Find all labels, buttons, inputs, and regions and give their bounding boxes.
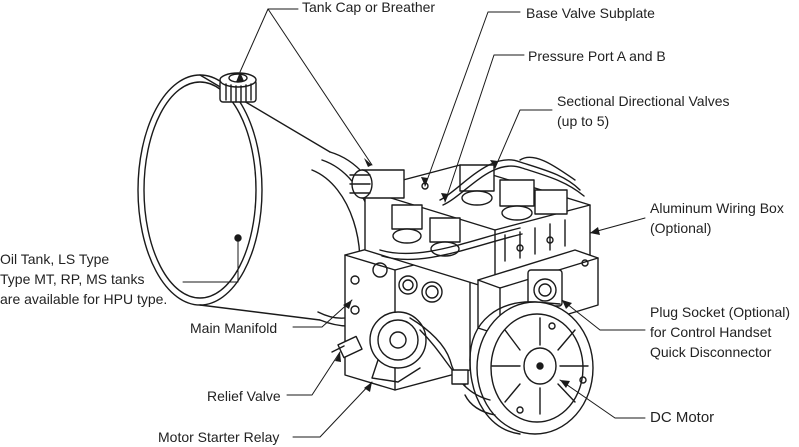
leader-lines xyxy=(182,8,646,438)
label-oil-tank-line3: are available for HPU type. xyxy=(0,291,168,307)
leader-relief-valve xyxy=(286,351,341,396)
motor-starter-relay xyxy=(369,311,496,416)
arrowheads xyxy=(236,72,600,392)
leader-base-valve xyxy=(424,11,521,187)
directional-valves xyxy=(379,156,585,262)
leader-pressure-port xyxy=(444,54,525,203)
leader-tank-cap-2 xyxy=(267,8,373,166)
label-oil-tank-line2: Type MT, RP, MS tanks xyxy=(0,271,145,287)
label-dc-motor: DC Motor xyxy=(650,409,715,426)
label-wiring-box-line2: (Optional) xyxy=(650,220,712,236)
leader-motor-starter-relay xyxy=(292,381,373,438)
label-wiring-box: Aluminum Wiring Box (Optional) xyxy=(650,198,784,238)
relief-valve xyxy=(331,335,363,359)
label-base-valve-subplate: Base Valve Subplate xyxy=(526,5,655,21)
label-main-manifold: Main Manifold xyxy=(190,320,278,336)
label-sectional-valves-line2: (up to 5) xyxy=(557,113,610,129)
dc-motor xyxy=(469,301,594,435)
label-sectional-valves: Sectional Directional Valves (up to 5) xyxy=(557,91,730,131)
label-tank-cap: Tank Cap or Breather xyxy=(302,0,436,15)
leader-sectional-valves xyxy=(494,109,553,169)
label-plug-socket-line2: for Control Handset xyxy=(650,324,772,340)
leader-main-manifold xyxy=(292,299,353,328)
leader-dc-motor xyxy=(559,379,646,419)
label-sectional-valves-line1: Sectional Directional Valves xyxy=(557,93,730,109)
label-wiring-box-line1: Aluminum Wiring Box xyxy=(650,200,784,216)
label-pressure-port: Pressure Port A and B xyxy=(528,48,666,64)
leader-plug-socket xyxy=(561,299,646,331)
label-motor-starter-relay: Motor Starter Relay xyxy=(158,429,280,445)
label-plug-socket-line3: Quick Disconnector xyxy=(650,344,772,360)
label-plug-socket-line1: Plug Socket (Optional) xyxy=(650,304,791,320)
label-plug-socket: Plug Socket (Optional) for Control Hands… xyxy=(650,302,790,362)
label-relief-valve: Relief Valve xyxy=(207,388,281,404)
leader-oil-tank xyxy=(182,237,239,283)
label-oil-tank: Oil Tank, LS Type Type MT, RP, MS tanks … xyxy=(0,249,167,309)
leader-wiring-box xyxy=(589,217,646,234)
label-oil-tank-line1: Oil Tank, LS Type xyxy=(0,251,110,267)
plug-socket xyxy=(527,269,563,307)
